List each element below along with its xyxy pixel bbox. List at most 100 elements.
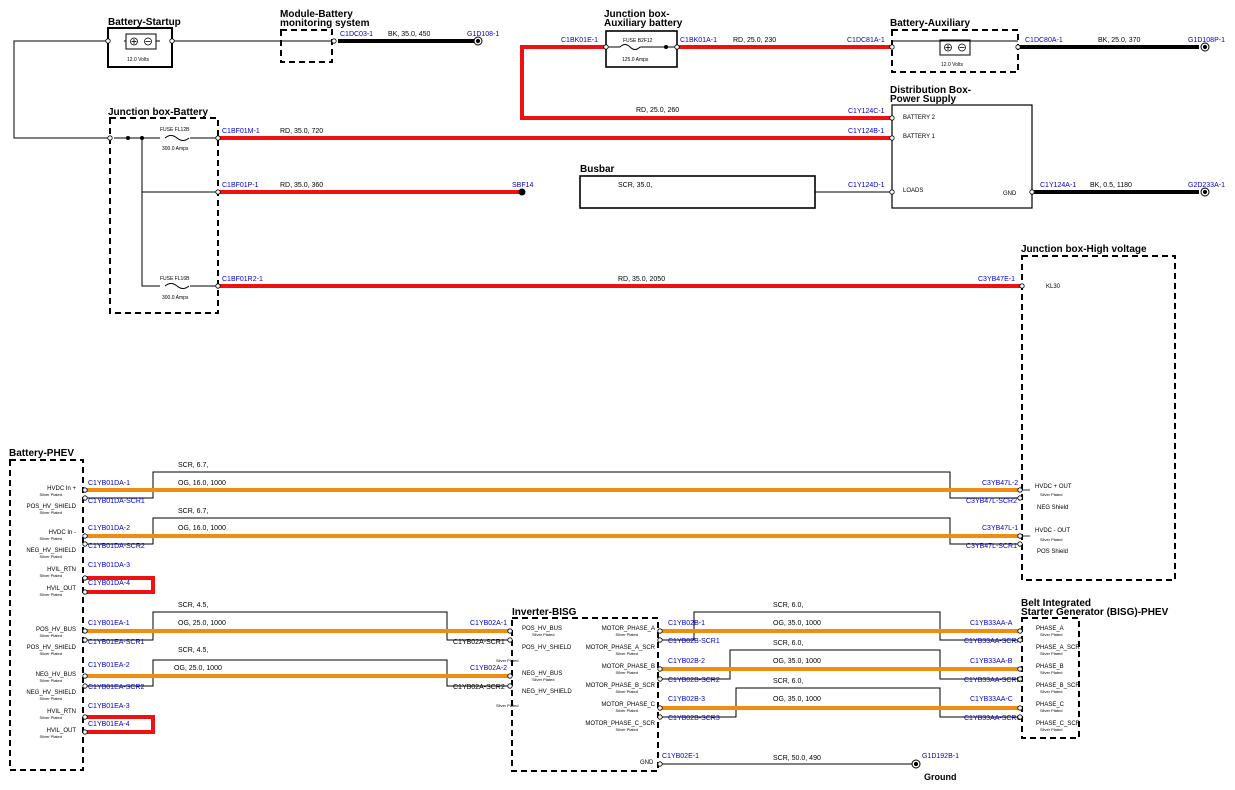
battery-aux-volts: 12.0 Volts	[941, 62, 963, 68]
fuse-fl12b-amps: 300.0 Amps	[162, 146, 189, 152]
pin-label: NEG_HV_SHIELD	[26, 548, 76, 554]
jb-battery-title: Junction box-Battery	[108, 107, 208, 118]
pin-sublabel: Silver Plated	[1040, 651, 1062, 656]
fuse-icon	[164, 283, 190, 289]
wire-label: RD, 35.0, 2050	[618, 276, 665, 283]
module-battery-title: Module-Battery	[280, 9, 353, 20]
pin-label: HVIL_RTN	[47, 709, 76, 715]
wire-label: SCR, 6.7,	[178, 508, 208, 515]
connector-label: C1Y124D-1	[848, 182, 885, 189]
wire-label: OG, 16.0, 1000	[178, 480, 226, 487]
connector-label: C1BK01E-1	[561, 37, 598, 44]
connector-label: C1YB02B-3	[668, 696, 705, 703]
connector-label: C1YB02A-SCR1	[453, 639, 505, 646]
wire-label: RD, 35.0, 720	[280, 128, 323, 135]
pin-sublabel: Silver Plated	[1040, 537, 1062, 542]
connector-label: C1BF01M-1	[222, 128, 260, 135]
pin-label: GND	[640, 760, 654, 766]
connector-label: C1YB33AA-A	[970, 620, 1013, 627]
pin-label: HVDC - OUT	[1035, 528, 1070, 534]
connector-label: C1BF01P-1	[222, 182, 259, 189]
pin-sublabel: Silver Plated	[40, 554, 62, 559]
battery-phev-pins: HVDC In +Silver PlatedPOS_HV_SHIELDSilve…	[26, 486, 76, 739]
connector-label: C1YB33AA-B	[970, 658, 1013, 665]
module-battery-title-2: monitoring system	[280, 18, 370, 29]
module-battery-box	[280, 29, 333, 63]
jb-battery-box	[109, 117, 219, 314]
pin-label: NEG_HV_SHIELD	[26, 690, 76, 696]
connector-label: C1YB33AA-SCRB	[964, 677, 1022, 684]
pin-sublabel: Silver Plated	[40, 651, 62, 656]
pin-label: HVIL_OUT	[47, 728, 77, 734]
battery-startup-symbol	[125, 33, 157, 50]
connector-label: C3YB47L-1	[982, 525, 1018, 532]
connector-label: C1YB01DA-SCR1	[88, 498, 145, 505]
fuse-icon	[619, 44, 641, 50]
terminal-pin	[507, 637, 513, 643]
thin-wires	[13, 40, 1022, 765]
terminal-pin	[82, 729, 88, 735]
pin-label: MOTOR_PHASE_C_SCR	[585, 721, 655, 727]
pin-sublabel: Silver Plated	[532, 632, 554, 637]
pin-sublabel: Silver Plated	[40, 633, 62, 638]
terminal-pin	[82, 575, 88, 581]
terminal-pin	[1015, 44, 1021, 50]
battery-startup-title: Battery-Startup	[108, 17, 181, 28]
connector-label: C1Y124B-1	[848, 128, 884, 135]
terminal-pin	[1029, 189, 1035, 195]
jb-aux-title: Junction box-	[604, 9, 670, 20]
pin-label: PHASE_B_SCR	[1036, 683, 1080, 689]
connector-label: C1YB01DA-SCR2	[88, 543, 145, 550]
wire-label: SCR, 6.0,	[773, 602, 803, 609]
battery-phev-title: Battery-PHEV	[9, 448, 74, 459]
connector-label: C3YB47L-2	[982, 480, 1018, 487]
terminal-pin	[1019, 283, 1025, 289]
orange-wires	[83, 488, 1022, 710]
terminal-pin	[1017, 666, 1023, 672]
splice-node	[518, 188, 526, 196]
ground-label: Ground	[924, 772, 957, 782]
terminal-pin	[1017, 705, 1023, 711]
inverter-box	[511, 617, 659, 772]
connector-label: C1YB01EA-3	[88, 703, 130, 710]
pin-label: LOADS	[903, 188, 923, 194]
connector-label: C3YB47L-SCR2	[966, 498, 1017, 505]
terminals	[82, 38, 1035, 767]
pin-sublabel: Silver Plated	[1040, 727, 1062, 732]
connector-label: C1YB02A-SCR2	[453, 684, 505, 691]
terminal-pin	[657, 761, 663, 767]
terminal-pin	[657, 705, 663, 711]
connector-label: C1YB01EA-2	[88, 662, 130, 669]
pin-label: HVDC In +	[47, 486, 76, 492]
terminal-pin	[82, 683, 88, 689]
pin-label: PHASE_C	[1036, 702, 1065, 708]
splice-node	[126, 136, 130, 140]
pin-label: HVIL_RTN	[47, 567, 76, 573]
terminal-pin	[889, 189, 895, 195]
jb-hv-title: Junction box-High voltage	[1021, 244, 1147, 255]
terminal-pin	[1017, 533, 1023, 539]
terminal-pin	[889, 44, 895, 50]
wire-label: SCR, 4.5,	[178, 647, 208, 654]
connector-label: C1YB01DA-1	[88, 480, 130, 487]
pin-sublabel: Silver Plated	[1040, 670, 1062, 675]
terminal-pin	[82, 541, 88, 547]
wire-label: OG, 35.0, 1000	[773, 696, 821, 703]
wire-label: OG, 16.0, 1000	[178, 525, 226, 532]
terminal-pin	[331, 38, 337, 44]
terminal-pin	[603, 44, 609, 50]
connector-label: G1D108P-1	[1188, 37, 1225, 44]
connector-label: C1DC81A-1	[847, 37, 885, 44]
pin-sublabel: Silver Plated	[616, 670, 638, 675]
connector-label: G1D108-1	[467, 31, 499, 38]
connector-label: C1YB02B-1	[668, 620, 705, 627]
fuse-icon	[164, 135, 190, 141]
distribution-title-2: Power Supply	[890, 94, 957, 105]
terminal-pin	[507, 683, 513, 689]
pin-sublabel: Silver Plated	[40, 536, 62, 541]
pin-sublabel: Silver Plated	[40, 696, 62, 701]
pin-label: HVDC + OUT	[1035, 484, 1072, 490]
pin-label: GND	[1003, 191, 1017, 197]
terminal-pin	[82, 628, 88, 634]
pin-label: MOTOR_PHASE_B_SCR	[586, 683, 656, 689]
